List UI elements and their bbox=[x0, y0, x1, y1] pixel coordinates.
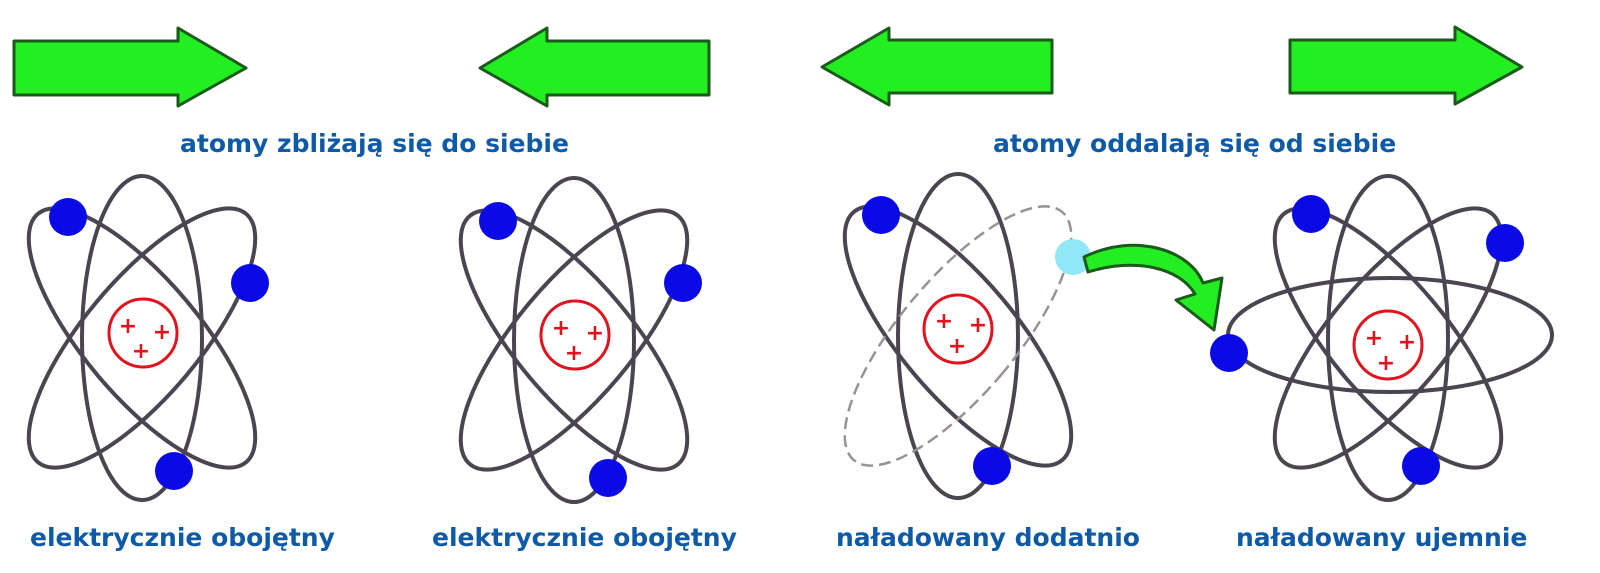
atom-4-electron-3 bbox=[1402, 447, 1440, 485]
caption-atom-2: elektrycznie obojętny bbox=[432, 523, 737, 552]
atom-2-electron-3 bbox=[589, 459, 627, 497]
atom-3-electron-1 bbox=[862, 196, 900, 234]
caption-atom-4: naładowany ujemnie bbox=[1236, 523, 1528, 552]
nucleus-plus-sign: + bbox=[969, 313, 987, 338]
nucleus-plus-sign: + bbox=[935, 309, 953, 334]
nucleus-plus-sign: + bbox=[565, 341, 583, 366]
arrow-left-1 bbox=[478, 26, 711, 108]
atom-2: + + + bbox=[458, 176, 702, 504]
transferred-electron bbox=[1055, 239, 1091, 275]
atom-2-orbits bbox=[458, 176, 690, 504]
atom-2-electron-1 bbox=[479, 202, 517, 240]
atom-1-electron-3 bbox=[155, 452, 193, 490]
atom-4-electron-4 bbox=[1210, 334, 1248, 372]
atom-2-nucleus: + + + bbox=[539, 299, 611, 371]
arrow-left-2 bbox=[820, 26, 1054, 107]
nucleus-plus-sign: + bbox=[552, 316, 570, 341]
atom-4-electron-2 bbox=[1486, 224, 1524, 262]
electron-transfer-arrow bbox=[1082, 243, 1224, 332]
atom-1-electron-2 bbox=[231, 264, 269, 302]
atom-4: + + + bbox=[1210, 174, 1554, 502]
atom-1-nucleus: + + + bbox=[107, 297, 179, 369]
atom-4-electron-1 bbox=[1292, 195, 1330, 233]
atom-3: + + + bbox=[842, 172, 1091, 500]
caption-atom-3: naładowany dodatnio bbox=[836, 523, 1140, 552]
atom-3-nucleus: + + + bbox=[922, 293, 994, 365]
nucleus-plus-sign: + bbox=[132, 339, 150, 364]
heading-approach: atomy zbliżają się do siebie bbox=[180, 129, 569, 158]
nucleus-plus-sign: + bbox=[153, 320, 171, 345]
heading-separate: atomy oddalają się od siebie bbox=[993, 129, 1397, 158]
atom-2-electron-2 bbox=[664, 264, 702, 302]
nucleus-plus-sign: + bbox=[948, 334, 966, 359]
nucleus-plus-sign: + bbox=[1398, 330, 1416, 355]
nucleus-plus-sign: + bbox=[586, 321, 604, 346]
caption-atom-1: elektrycznie obojętny bbox=[30, 523, 335, 552]
atom-4-nucleus: + + + bbox=[1352, 309, 1424, 381]
atom-1: + + + bbox=[26, 174, 269, 502]
arrow-right-2 bbox=[1288, 25, 1524, 106]
nucleus-plus-sign: + bbox=[1377, 351, 1395, 376]
nucleus-plus-sign: + bbox=[1365, 326, 1383, 351]
atom-1-orbits bbox=[26, 174, 258, 502]
atom-3-orbits bbox=[842, 172, 1074, 500]
atom-1-electron-1 bbox=[49, 198, 87, 236]
atom-3-lost-orbit bbox=[843, 205, 1073, 467]
nucleus-plus-sign: + bbox=[119, 314, 137, 339]
atom-3-electron-2 bbox=[973, 447, 1011, 485]
arrow-right-1 bbox=[12, 26, 248, 108]
